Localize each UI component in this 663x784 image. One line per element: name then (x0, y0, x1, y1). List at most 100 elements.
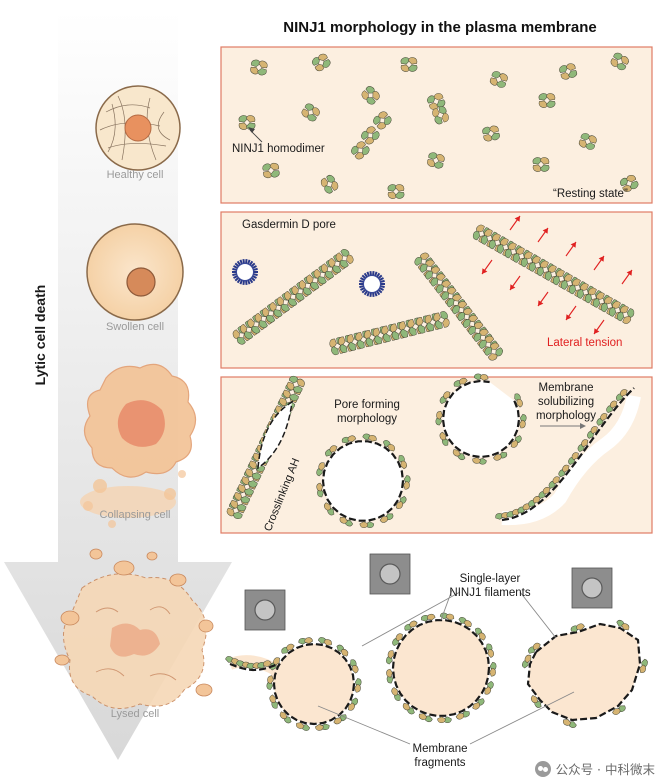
solubilizing-label-2: solubilizing (538, 396, 594, 408)
tension-arrow (481, 259, 493, 275)
label-pointer (440, 589, 453, 621)
ninj1-dimer (619, 174, 639, 192)
membrane-dimer (350, 659, 359, 674)
membrane-dimer (435, 411, 443, 426)
membrane-dimer (354, 678, 362, 693)
leaf-pore (257, 400, 293, 470)
em-micrograph (369, 553, 411, 595)
membrane-dimer (403, 475, 411, 490)
ninj1-dimer (320, 174, 339, 194)
membrane-dimer (359, 521, 375, 528)
membrane-dimer (296, 722, 311, 731)
membrane-dimer (455, 710, 470, 720)
tension-arrow (565, 305, 577, 321)
ninj1-dimer (361, 126, 380, 145)
ninj1-dimer (484, 342, 503, 361)
membrane-dimer (339, 517, 354, 527)
membrane-dimer (616, 619, 630, 631)
pore-forming-label-1: Pore forming (334, 399, 400, 411)
membrane-dimer (348, 697, 359, 711)
tension-arrow (593, 319, 605, 335)
membrane-dimer (279, 711, 292, 724)
membrane-dimer (493, 451, 508, 461)
fragments-label-2: fragments (414, 757, 465, 769)
pore-forming-ring (316, 433, 411, 528)
membrane-dimer (639, 658, 648, 673)
membrane-dimer (316, 482, 324, 498)
membrane-dimer (514, 393, 523, 408)
membrane-dimer (392, 633, 403, 647)
arrow-label: Lytic cell death (32, 285, 48, 386)
membrane-dimer (522, 654, 532, 669)
homodimer-pointer-head (248, 127, 255, 133)
membrane-dimer (530, 695, 542, 708)
membrane-dimer (458, 616, 472, 627)
membrane-dimer (421, 613, 436, 622)
watermark: 公众号 · 中科微末 (534, 759, 655, 778)
panel-resting-state (220, 46, 653, 204)
membrane-dimer (281, 643, 295, 654)
ninj1-morphologies (226, 373, 641, 528)
ninj1-dimer (311, 53, 331, 72)
membrane-dimer (382, 440, 396, 452)
ninj1-filaments-forming (232, 215, 635, 361)
membrane-dimer (323, 502, 335, 516)
membrane-dimer (474, 627, 486, 641)
label-pointer (469, 691, 575, 745)
label-pointer (519, 591, 557, 639)
membrane-dimer (452, 449, 466, 461)
ninj1-dimer (361, 86, 380, 105)
membrane-dimer (341, 435, 357, 444)
membrane-dimer (587, 426, 598, 439)
ninj1-dimer (351, 141, 370, 160)
healthy-cell (95, 85, 181, 171)
solubilizing-label-3: morphology (536, 410, 596, 422)
ninj1-dimer (262, 162, 280, 179)
ninj1-dimer (400, 57, 418, 72)
ninj1-dimer (238, 115, 256, 130)
gasdermin-pore (232, 258, 258, 286)
ninj1-dimer (432, 106, 449, 125)
membrane-dimer (577, 439, 589, 452)
membrane-dimer (402, 702, 415, 715)
ninj1-dimer (250, 59, 268, 76)
tension-arrow (593, 255, 605, 271)
membrane-dimer (558, 464, 570, 478)
homodimer-label: NINJ1 homodimer (232, 143, 325, 155)
membrane-dimer (473, 373, 489, 381)
membrane-dimer (396, 496, 407, 509)
membrane-dimer (317, 637, 332, 646)
swollen-cell (86, 223, 184, 321)
filaments-label-1: Single-layer (460, 573, 521, 585)
membrane-dimer (538, 486, 551, 499)
membrane-dimer (453, 377, 468, 387)
membrane-dimer (484, 681, 494, 695)
ninj1-dimer (373, 111, 392, 130)
filaments-label-2: NINJ1 filaments (449, 587, 530, 599)
membrane-dimer (325, 445, 338, 457)
membrane-dimer (404, 620, 418, 631)
membrane-dimer (379, 513, 394, 523)
membrane-dimer (418, 713, 433, 723)
ninj1-dimer (387, 184, 405, 199)
ninj1-dimer (286, 375, 305, 393)
membrane-dimer (562, 719, 577, 728)
collapsing-cell (80, 363, 197, 528)
membrane-dimer (612, 705, 626, 715)
solubilizing-filament (495, 387, 641, 526)
ninj1-filament (232, 249, 354, 345)
gasdermin-pore (359, 270, 385, 298)
membrane-dimer (362, 433, 377, 442)
membrane-dimer (570, 623, 585, 633)
ninj1-dimer (301, 103, 320, 122)
membrane-dimer (316, 462, 325, 477)
solubilizing-pointer-head (580, 423, 586, 429)
membrane-dimer (257, 660, 272, 669)
membrane-dimer (437, 716, 452, 724)
lateral-tension-label: Lateral tension (547, 337, 622, 349)
ninj1-homodimers (238, 52, 639, 199)
membrane-dimer (266, 675, 274, 690)
em-micrograph (244, 589, 286, 631)
ninj1-dimer (482, 125, 500, 142)
